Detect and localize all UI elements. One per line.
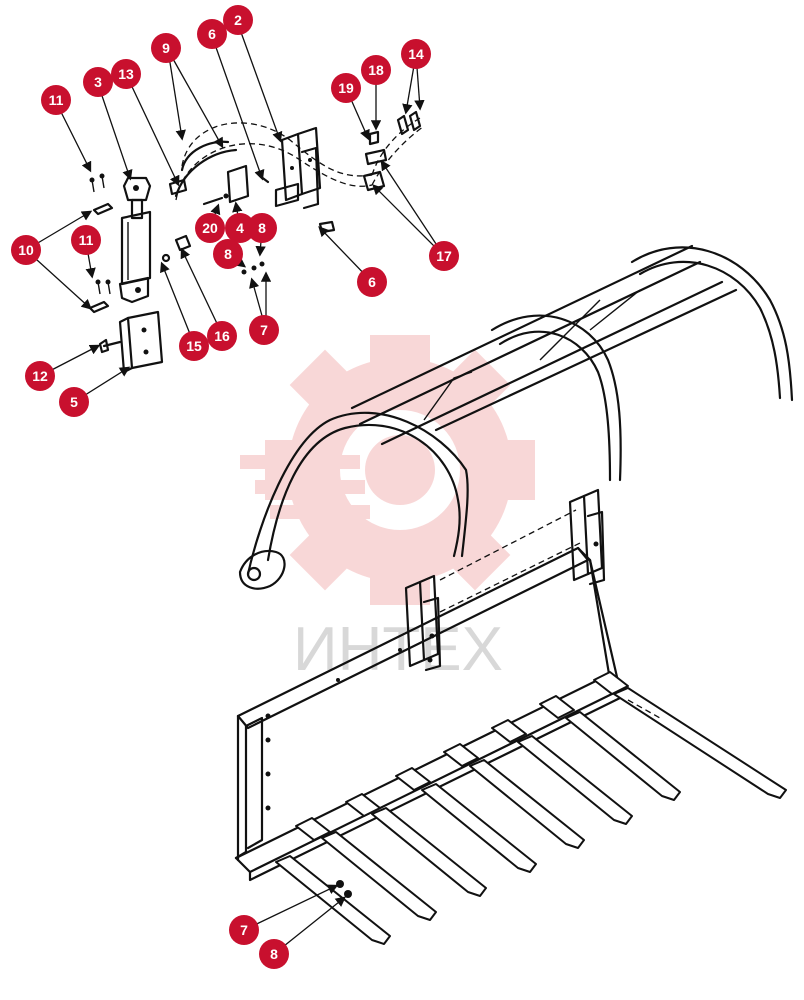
svg-text:19: 19 [338,80,354,96]
callout-7-bottom: 7 [229,915,259,945]
fork-back-frame [234,509,622,862]
callout-16: 16 [207,321,237,351]
svg-text:3: 3 [94,74,102,90]
svg-text:5: 5 [70,394,78,410]
svg-text:14: 14 [408,46,424,62]
callout-11-lower: 11 [71,225,101,255]
svg-text:15: 15 [186,338,202,354]
callout-8-upper: 8 [247,213,277,243]
callout-12: 12 [25,361,55,391]
svg-text:9: 9 [162,40,170,56]
quick-couplers [362,110,422,192]
callout-9: 9 [151,33,181,63]
svg-text:11: 11 [79,232,94,248]
svg-text:6: 6 [368,274,376,290]
callout-2: 2 [223,5,253,35]
svg-text:6: 6 [208,26,216,42]
callout-20: 20 [195,213,225,243]
callout-13: 13 [111,59,141,89]
svg-text:16: 16 [214,328,230,344]
callout-8-mid: 8 [213,239,243,269]
callout-8-bottom: 8 [259,939,289,969]
hydraulic-cylinder [118,176,152,304]
callout-18: 18 [361,55,391,85]
gear-logo-icon [265,335,535,605]
callout-19: 19 [331,73,361,103]
svg-text:11: 11 [49,92,64,108]
svg-text:13: 13 [118,66,134,82]
svg-text:17: 17 [436,248,452,264]
callout-14: 14 [401,39,431,69]
svg-text:8: 8 [224,246,232,262]
callout-5: 5 [59,387,89,417]
svg-text:20: 20 [202,220,218,236]
svg-text:7: 7 [260,322,268,338]
small-bracket [202,164,265,275]
svg-text:10: 10 [18,242,34,258]
callout-17: 17 [429,241,459,271]
callout-10: 10 [11,235,41,265]
svg-text:18: 18 [368,62,384,78]
svg-text:8: 8 [270,946,278,962]
callout-4: 4 [225,213,255,243]
svg-text:8: 8 [258,220,266,236]
svg-text:7: 7 [240,922,248,938]
callout-3: 3 [83,67,113,97]
callout-6-right: 6 [357,267,387,297]
callout-15: 15 [179,331,209,361]
grapple-top-arm [238,244,794,590]
grapple-mount-brackets [404,488,606,672]
callout-11-top: 11 [41,85,71,115]
cylinder-mount-plate [98,310,164,374]
svg-text:12: 12 [32,368,48,384]
svg-text:4: 4 [236,220,244,236]
callout-6-top: 6 [197,19,227,49]
watermark [240,335,535,605]
callout-7-upper: 7 [249,315,279,345]
mounting-bracket [258,126,336,234]
fork-tines [275,671,787,945]
svg-text:2: 2 [234,12,242,28]
